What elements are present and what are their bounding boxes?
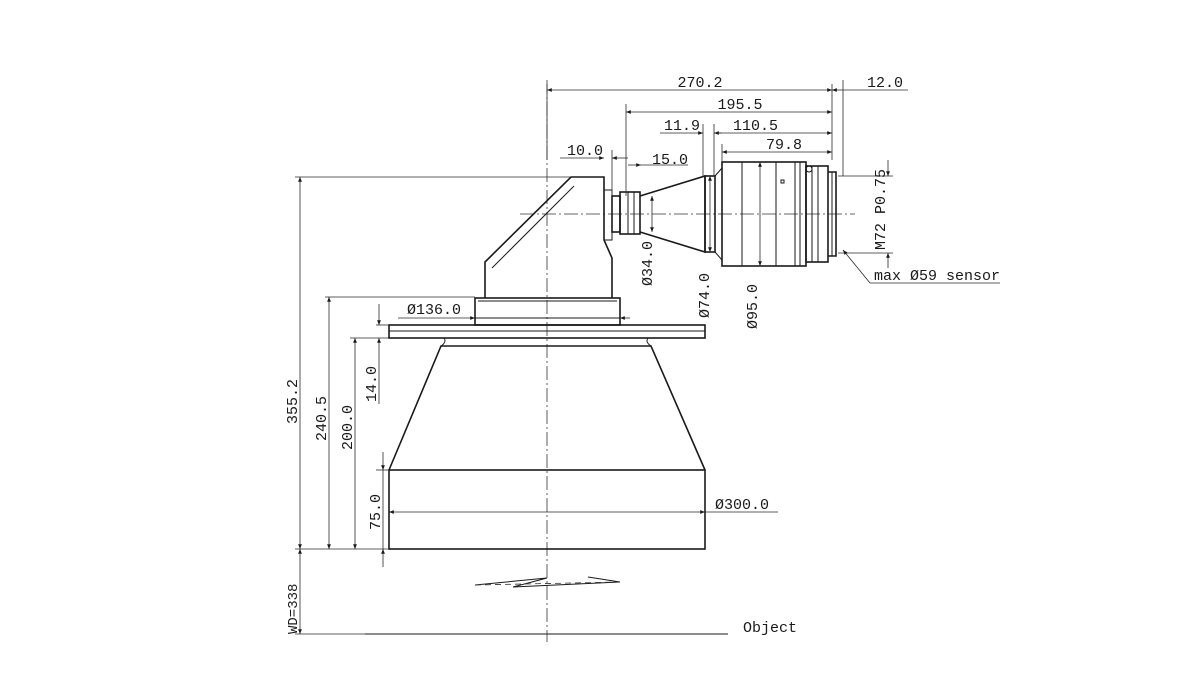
dim-height-cyl-text: 75.0: [368, 494, 385, 530]
object-plane: [365, 576, 728, 635]
dim-flange-thk-text: 14.0: [364, 366, 381, 402]
dim-dia-flange-text: Ø136.0: [407, 302, 461, 319]
dim-dia-tube-text: Ø34.0: [640, 241, 657, 286]
dim-mount-to-cube-text: 10.0: [567, 143, 603, 160]
front-cylinder: [388, 469, 706, 550]
sensor-text: max Ø59 sensor: [874, 268, 1000, 285]
dim-height-total-text: 355.2: [285, 379, 302, 424]
dim-dia-front-text: Ø300.0: [715, 497, 769, 514]
dim-rear-flange-text: 12.0: [867, 75, 903, 92]
dim-dia-barrel-text: Ø95.0: [745, 284, 762, 329]
dim-optic-length-text: 195.5: [717, 97, 762, 114]
rear-barrel: [611, 161, 837, 267]
sensor-leader: [842, 249, 1000, 284]
dim-mount-thread-text: M72 P0.75: [873, 169, 890, 250]
dim-total-length-text: 270.2: [677, 75, 722, 92]
dim-rear-group-text: 110.5: [733, 118, 778, 135]
dim-dia-cone-text: Ø74.0: [697, 273, 714, 318]
flange-neck: [474, 297, 621, 326]
prism-block: [484, 176, 613, 298]
extension-lines: [295, 80, 893, 635]
dim-height-flange-text: 240.5: [314, 396, 331, 441]
dim-lens-gap-text: 11.9: [664, 118, 700, 135]
dim-height-cone-text: 200.0: [340, 405, 357, 450]
dim-working-distance-text: WD=338: [286, 584, 302, 634]
object-label: Object: [743, 620, 797, 637]
dim-barrel-text: 79.8: [766, 137, 802, 154]
dim-tube-text: 15.0: [652, 152, 688, 169]
